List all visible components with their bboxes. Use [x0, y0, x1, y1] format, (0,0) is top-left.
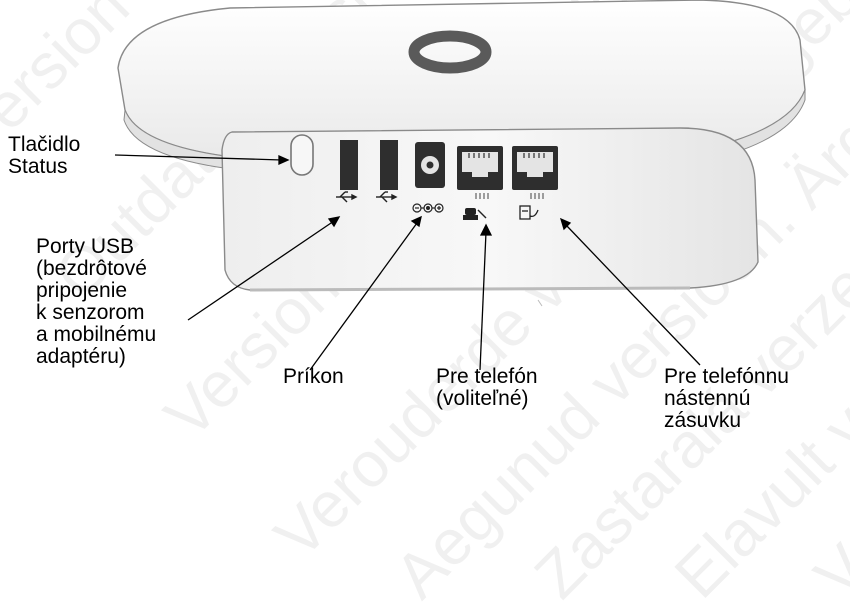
- phone-port-marks: [475, 193, 489, 199]
- wall-jack-port-marks: [530, 193, 544, 199]
- usb-port-1: [340, 140, 358, 190]
- usb-symbol-1: [336, 191, 358, 203]
- power-label: Príkon: [283, 365, 344, 388]
- device-illustration: [114, 0, 806, 371]
- usb-port-2: [380, 140, 398, 190]
- usb-symbol-2: [376, 191, 398, 203]
- phone-label: Pre telefón (voliteľné): [436, 365, 538, 410]
- usb-ports-label: Porty USB (bezdrôtové pripojenie k senzo…: [36, 235, 157, 368]
- status-button-label: Tlačidlo Status: [8, 133, 81, 178]
- phone-symbol: [463, 208, 487, 220]
- status-button: [290, 134, 314, 176]
- power-polarity-symbol: [412, 203, 444, 213]
- wall-jack-symbol: [519, 205, 539, 220]
- top-ring: [408, 30, 492, 74]
- callout-lines: [114, 154, 701, 371]
- wall-jack-label: Pre telefónnu nástennú zásuvku: [664, 365, 789, 432]
